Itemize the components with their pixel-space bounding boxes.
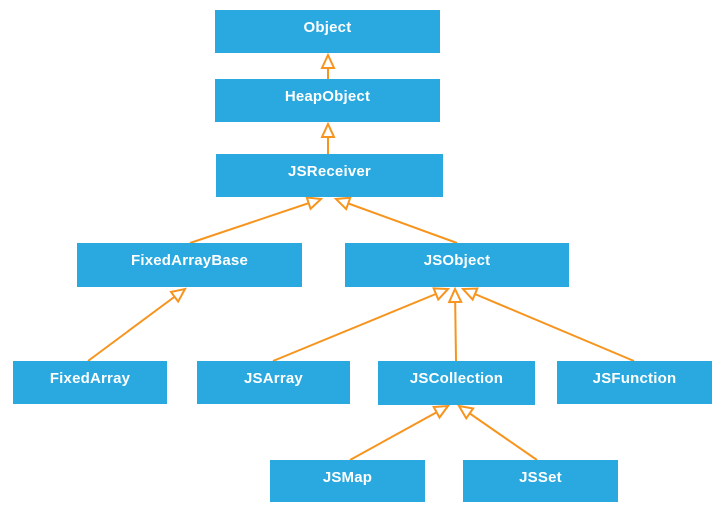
- node-js-map: JSMap: [270, 460, 425, 502]
- edge-jsarray-to-jsobject: [272, 287, 451, 362]
- node-object: Object: [215, 10, 440, 53]
- node-js-set: JSSet: [463, 460, 618, 502]
- edge-jsobject-to-jsreceiver: [333, 196, 458, 244]
- node-js-collection: JSCollection: [378, 361, 535, 405]
- node-js-function: JSFunction: [557, 361, 712, 404]
- edge-fixedarray-to-fixedarraybase: [87, 287, 187, 362]
- node-js-receiver: JSReceiver: [216, 154, 443, 197]
- node-js-object: JSObject: [345, 243, 569, 287]
- node-js-array: JSArray: [197, 361, 350, 404]
- node-fixed-array: FixedArray: [13, 361, 167, 404]
- node-fixed-array-base: FixedArrayBase: [77, 243, 302, 287]
- edge-fixedarraybase-to-jsreceiver: [189, 196, 324, 244]
- edge-jsmap-to-jscollection: [349, 404, 451, 461]
- node-heap-object: HeapObject: [215, 79, 440, 122]
- edge-jsset-to-jscollection: [457, 404, 538, 461]
- edge-jscollection-to-jsobject: [447, 286, 463, 362]
- edge-jsfunction-to-jsobject: [460, 287, 635, 362]
